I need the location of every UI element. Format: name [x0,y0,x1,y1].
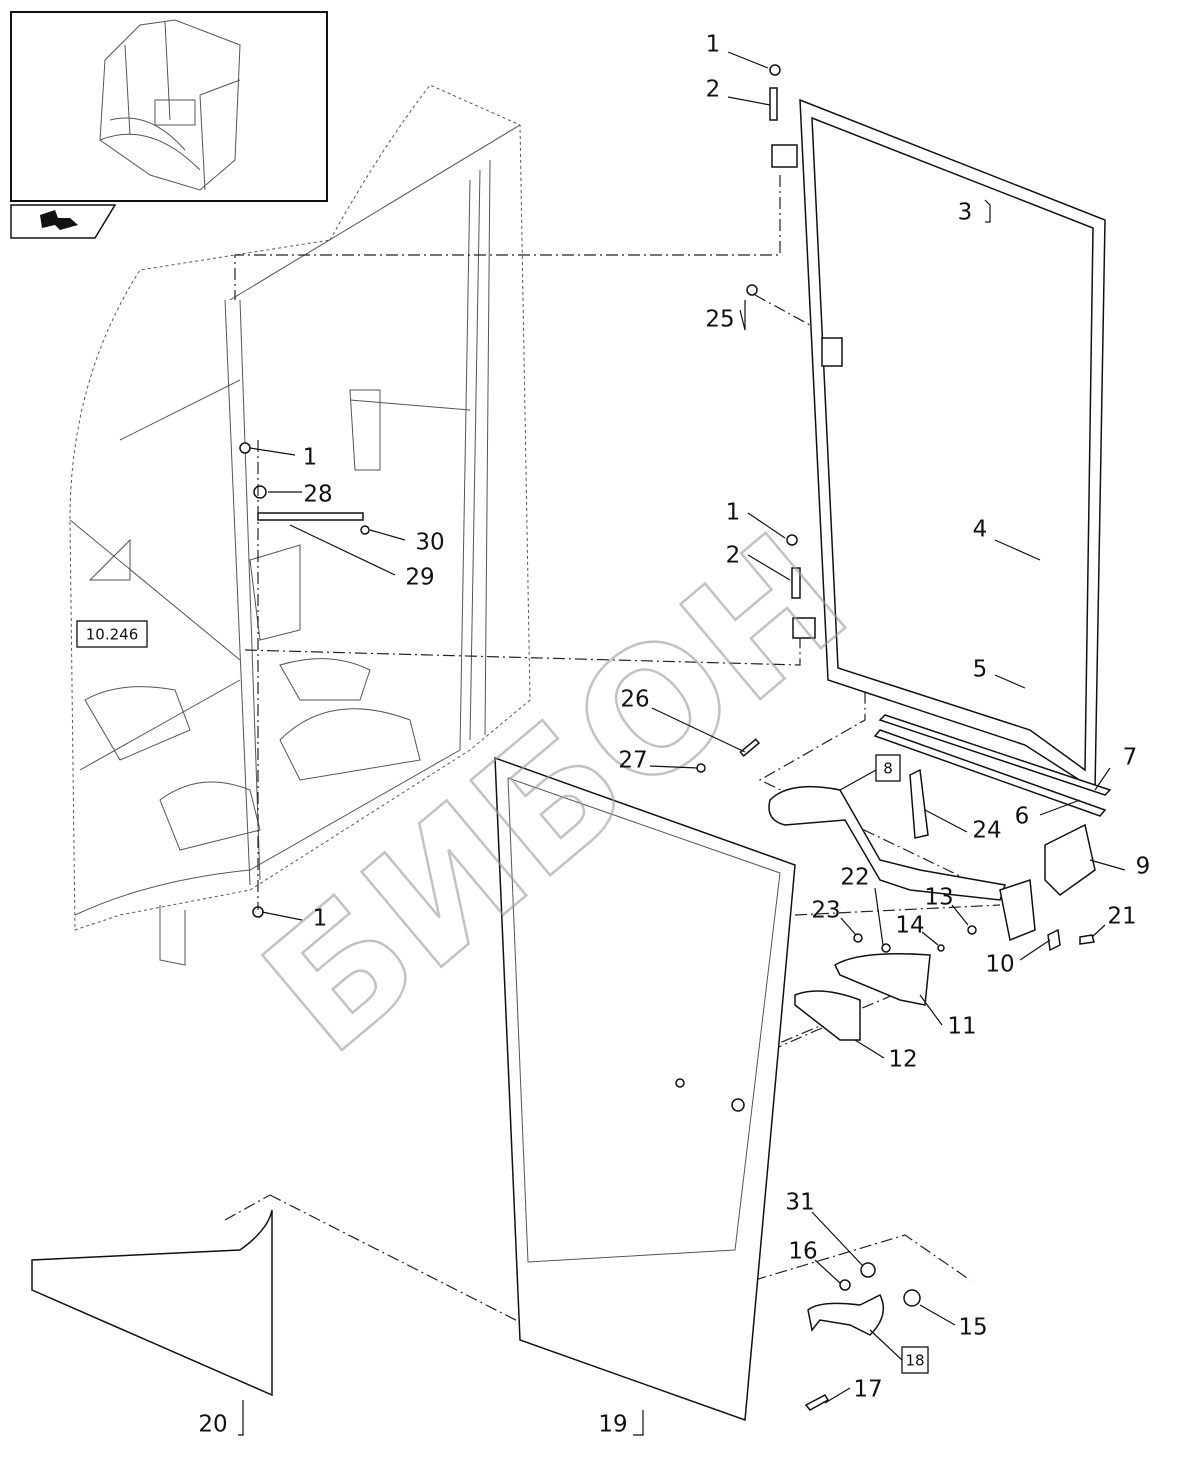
cab-frame [69,84,531,966]
callout-13: 13 [924,885,953,911]
thumbnail-panel[interactable] [10,11,328,239]
return-arrow-icon[interactable] [40,210,78,230]
callout-20: 20 [198,1412,227,1438]
callout-4: 4 [973,517,988,543]
callout-5: 5 [973,657,988,683]
callout-2: 2 [706,77,721,103]
leader-lines [238,51,1126,1436]
callout-30: 30 [415,530,444,556]
callout-23: 23 [811,898,840,924]
callout-14: 14 [895,913,924,939]
callout-11: 11 [947,1014,976,1040]
cab-overview-thumbnail [99,19,241,191]
svg-text:18: 18 [905,1352,924,1370]
callout-1: 1 [706,32,721,58]
callout-22: 22 [840,865,869,891]
reference-box-section[interactable]: 10.246 [76,620,148,648]
callout-27: 27 [618,748,647,774]
callout-12: 12 [888,1047,917,1073]
callout-19: 19 [598,1412,627,1438]
svg-text:10.246: 10.246 [86,626,139,644]
door-glass-part [494,756,796,1422]
svg-text:8: 8 [883,760,893,778]
callout-7: 7 [1123,745,1138,771]
latch-assembly [675,738,1096,1411]
callout-25: 25 [705,307,734,333]
callout-21: 21 [1107,904,1136,930]
callout-28: 28 [303,482,332,508]
callout-31: 31 [785,1190,814,1216]
callout-2: 2 [726,543,741,569]
reference-box-8[interactable]: 8 [839,754,901,791]
callout-26: 26 [620,687,649,713]
reference-box-18[interactable]: 18 [869,1329,929,1374]
callout-29: 29 [405,565,434,591]
callout-16: 16 [788,1239,817,1265]
callout-17: 17 [853,1377,882,1403]
panel-part [31,1209,273,1397]
callout-1: 1 [726,500,741,526]
door-frame-part [746,64,1112,817]
callout-1: 1 [303,445,318,471]
callout-15: 15 [958,1315,987,1341]
callout-1: 1 [313,906,328,932]
callout-6: 6 [1015,804,1030,830]
callout-3: 3 [958,200,973,226]
callout-9: 9 [1136,854,1151,880]
callout-labels: 1 2 3 25 1 28 30 29 1 2 4 5 26 27 7 6 24… [198,32,1150,1438]
callout-24: 24 [972,818,1001,844]
callout-10: 10 [985,952,1014,978]
